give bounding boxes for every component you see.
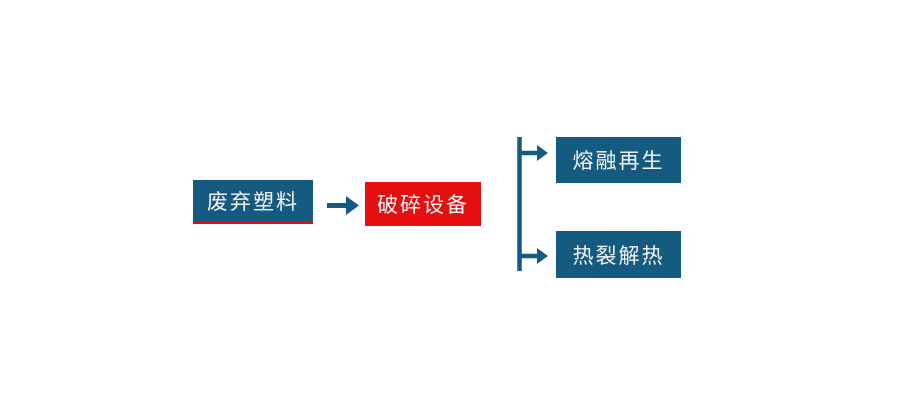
node-waste-plastic: 废弃塑料 — [193, 180, 313, 224]
branch-arrow-bottom-icon — [537, 248, 548, 264]
node-melt-regeneration-label: 熔融再生 — [572, 150, 665, 173]
node-melt-regeneration: 熔融再生 — [556, 137, 681, 183]
node-waste-plastic-label: 废弃塑料 — [207, 190, 299, 214]
node-crushing-equipment: 破碎设备 — [365, 182, 481, 226]
node-crushing-equipment-label: 破碎设备 — [377, 194, 469, 217]
arrow-right-icon — [327, 196, 359, 215]
branch-arrow-top-icon — [537, 145, 548, 161]
branch-connector — [517, 137, 548, 271]
node-pyrolysis-label: 热裂解热 — [572, 244, 665, 268]
arrow-right-head — [346, 196, 359, 215]
node-pyrolysis: 热裂解热 — [556, 231, 681, 278]
